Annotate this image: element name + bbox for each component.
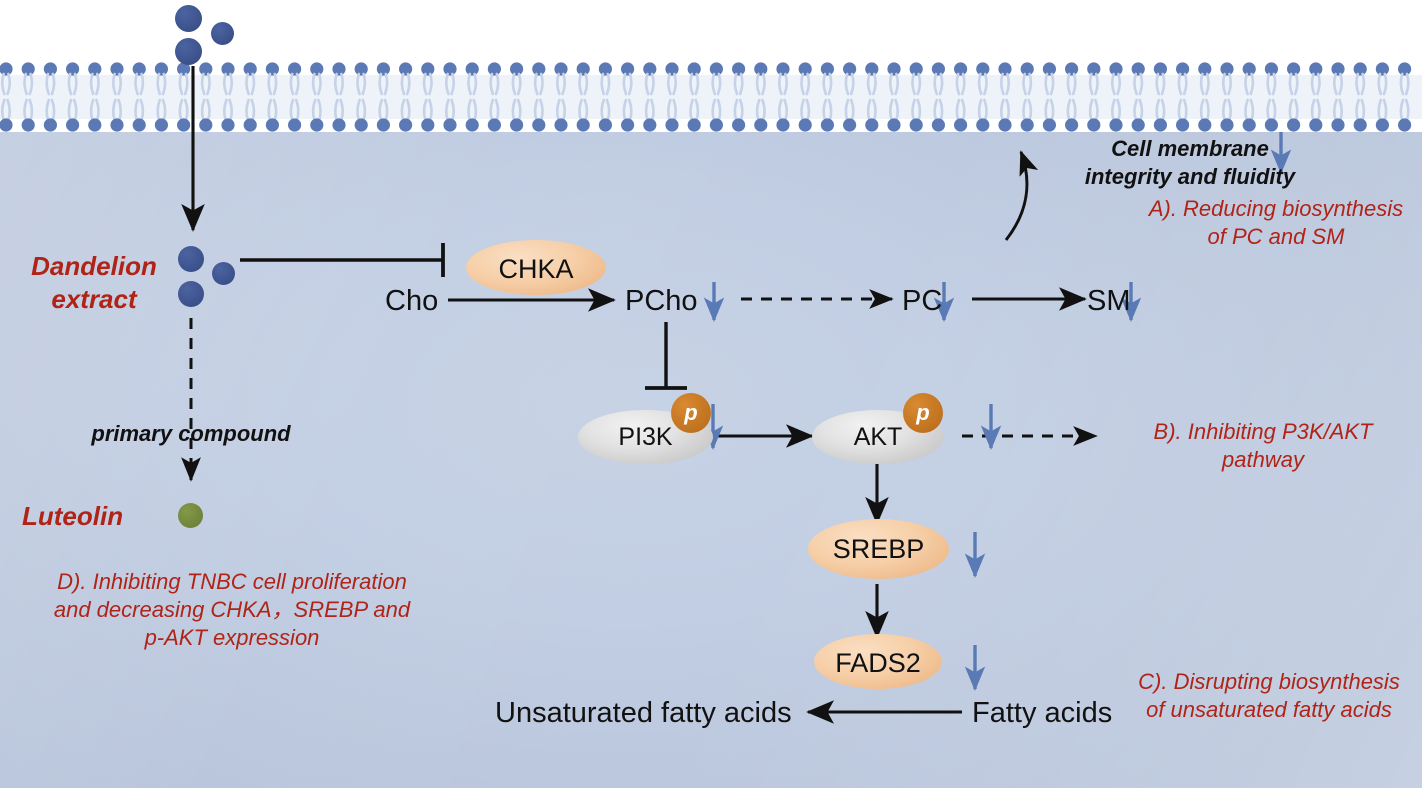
dandelion-particle-intracellular [178, 281, 204, 307]
downregulation-arrows [702, 132, 1292, 692]
pcho-inhibits-pi3k [645, 322, 687, 390]
dandelion-inhibits-chka [240, 243, 445, 277]
dandelion-extract-line2: extract [51, 284, 137, 315]
unsaturated-fatty-acids-label: Unsaturated fatty acids [495, 697, 792, 729]
annotation-b-line1: B). Inhibiting P3K/AKT [1153, 419, 1373, 444]
srebp-label: SREBP [832, 534, 925, 564]
dandelion-particle-extracellular [211, 22, 234, 45]
dandelion-particle-extracellular [175, 38, 202, 65]
chka-ellipse [466, 240, 606, 295]
pc-label: PC [902, 285, 943, 317]
annotation-d-line2: and decreasing CHKA，SREBP and [53, 597, 411, 623]
luteolin-label: Luteolin [22, 501, 124, 531]
plasma-membrane-bilayer [0, 62, 1422, 132]
akt-phospho-label: p [916, 400, 930, 425]
cytoplasm-background [0, 128, 1422, 788]
pcho-label: PCho [625, 285, 698, 317]
fads2-label: FADS2 [835, 648, 921, 678]
pi3k-label: PI3K [618, 423, 673, 451]
primary-compound-label: primary compound [91, 421, 291, 446]
pi3k-phospho-label: p [684, 400, 698, 425]
annotation-a-line1: A). Reducing biosynthesis [1148, 196, 1404, 221]
annotation-c: C). Disrupting biosynthesis of unsaturat… [1120, 668, 1418, 724]
dandelion-particle-extracellular [175, 5, 202, 32]
luteolin-particle [178, 503, 203, 528]
akt-phospho-icon [903, 393, 943, 433]
pi3k-phospho-icon [671, 393, 711, 433]
sm-label: SM [1087, 285, 1131, 317]
dandelion-extract-label: Dandelion extract [14, 250, 174, 317]
dandelion-extract-line1: Dandelion [31, 251, 157, 281]
cho-label: Cho [385, 285, 439, 317]
cell-membrane-line2: integrity and fluidity [1084, 164, 1296, 190]
srebp-ellipse [808, 519, 949, 579]
annotation-d: D). Inhibiting TNBC cell proliferation a… [22, 568, 442, 652]
membrane-integrity-curve-arrow [1004, 150, 1039, 241]
annotation-c-line2: of unsaturated fatty acids [1146, 697, 1392, 723]
annotation-b: B). Inhibiting P3K/AKT pathway [1118, 418, 1408, 474]
annotation-c-line1: C). Disrupting biosynthesis [1138, 669, 1400, 694]
annotation-a-line2: of PC and SM [1207, 224, 1345, 250]
fatty-acids-label: Fatty acids [972, 697, 1113, 729]
dandelion-particle-intracellular [178, 246, 204, 272]
akt-label: AKT [853, 423, 903, 451]
chka-label: CHKA [498, 254, 574, 284]
fads2-ellipse [814, 634, 942, 689]
cell-membrane-integrity-label: Cell membrane integrity and fluidity [1040, 135, 1340, 191]
annotation-d-line3: p-AKT expression [144, 625, 320, 651]
annotation-d-line1: D). Inhibiting TNBC cell proliferation [57, 569, 407, 594]
annotation-b-line2: pathway [1222, 447, 1304, 473]
annotation-a: A). Reducing biosynthesis of PC and SM [1130, 195, 1422, 251]
cell-membrane-line1: Cell membrane [1111, 136, 1269, 161]
dandelion-particle-intracellular [212, 262, 235, 285]
